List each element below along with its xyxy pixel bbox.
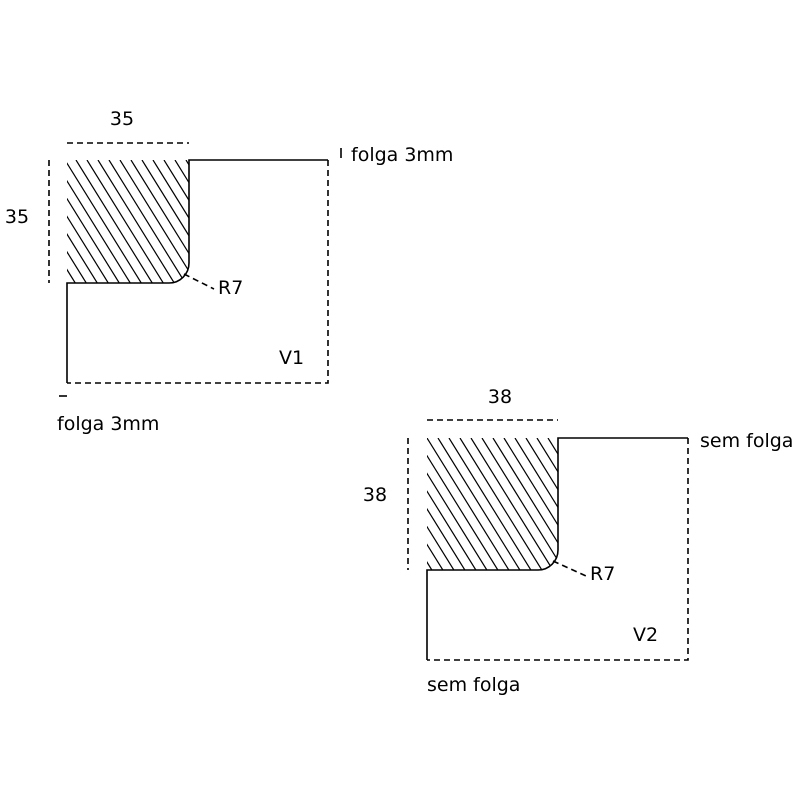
hatch-line-v1 [152, 160, 189, 283]
hatch-line-v1 [296, 160, 372, 283]
hatch-line-v1 [219, 160, 295, 283]
hatch-line-v2 [669, 438, 751, 570]
hatched-area-v1 [67, 160, 383, 283]
hatch-line-v1 [86, 160, 164, 283]
hatch-line-v2 [448, 438, 532, 570]
hatch-line-v2 [625, 438, 707, 570]
hatch-line-v1 [274, 160, 350, 283]
hatch-line-v1 [285, 160, 361, 283]
hatch-line-v1 [75, 160, 153, 283]
hatch-line-v2 [427, 438, 510, 570]
hatch-line-v2 [470, 438, 554, 570]
hatch-line-v1 [252, 160, 328, 283]
radius-leader-v1 [183, 273, 215, 290]
hatch-line-v1 [141, 160, 189, 283]
radius-label-v2: R7 [590, 563, 615, 585]
hatch-line-v2 [603, 438, 685, 570]
hatch-line-v1 [67, 160, 98, 283]
dashed-edge-v2 [427, 438, 689, 661]
hatch-line-v2 [525, 438, 558, 570]
hatch-line-v2 [559, 438, 641, 570]
hatched-area-v2 [427, 438, 762, 570]
hatch-line-v2 [592, 438, 674, 570]
hatch-line-v1 [67, 160, 131, 283]
dashed-edge-v1 [67, 160, 329, 384]
hatch-line-v1 [241, 160, 317, 283]
height-dimension-label-v2: 38 [363, 484, 387, 506]
hatch-line-v2 [636, 438, 718, 570]
hatch-line-v1 [119, 160, 189, 283]
height-dimension-label-v1: 35 [5, 206, 29, 228]
gap-bottom-label-v1: folga 3mm [57, 413, 159, 435]
hatch-line-v1 [97, 160, 175, 283]
hatch-line-v1 [230, 160, 306, 283]
profile-v2: 38 38 R7 sem folga sem folga V2 [363, 386, 794, 696]
hatch-line-v1 [307, 160, 383, 283]
hatch-line-v2 [536, 438, 558, 570]
profile-label-v2: V2 [633, 624, 658, 646]
hatch-line-v2 [427, 438, 499, 570]
hatch-line-v2 [547, 438, 558, 570]
hatch-line-v2 [481, 438, 558, 570]
radius-label-v1: R7 [218, 277, 243, 299]
hatch-line-v1 [108, 160, 186, 283]
radius-leader-v2 [552, 560, 587, 577]
gap-top-label-v1: folga 3mm [351, 144, 453, 166]
hatch-line-v2 [570, 438, 652, 570]
outline-v2 [426, 437, 688, 660]
hatch-line-v2 [427, 438, 477, 570]
width-dimension-label-v2: 38 [488, 386, 512, 408]
outline-v1 [66, 159, 328, 383]
hatch-line-v2 [427, 438, 455, 570]
hatch-line-v2 [581, 438, 663, 570]
hatch-line-v1 [67, 160, 120, 283]
profile-label-v1: V1 [279, 347, 304, 369]
hatch-line-v1 [130, 160, 189, 283]
gap-bottom-label-v2: sem folga [427, 674, 520, 696]
width-dimension-label-v1: 35 [110, 108, 134, 130]
hatch-line-v2 [459, 438, 543, 570]
hatch-line-v1 [67, 160, 109, 283]
hatch-line-v2 [614, 438, 696, 570]
hatch-line-v2 [514, 438, 558, 570]
hatch-line-v2 [427, 438, 488, 570]
hatch-line-v1 [67, 160, 87, 283]
hatch-line-v2 [437, 438, 521, 570]
profile-v1: 35 35 R7 folga 3mm folga 3mm V1 [5, 108, 454, 435]
hatch-line-v2 [427, 438, 444, 570]
hatch-line-v2 [492, 438, 558, 570]
hatch-line-v2 [658, 438, 740, 570]
hatch-line-v2 [680, 438, 762, 570]
hatch-line-v2 [427, 438, 466, 570]
gap-top-label-v2: sem folga [700, 430, 793, 452]
hatch-line-v2 [503, 438, 558, 570]
hatch-line-v1 [185, 160, 189, 283]
hatch-line-v1 [67, 160, 142, 283]
hatch-line-v1 [174, 160, 189, 283]
hatch-line-v1 [163, 160, 189, 283]
hatch-line-v1 [208, 160, 284, 283]
hatch-line-v1 [197, 160, 273, 283]
